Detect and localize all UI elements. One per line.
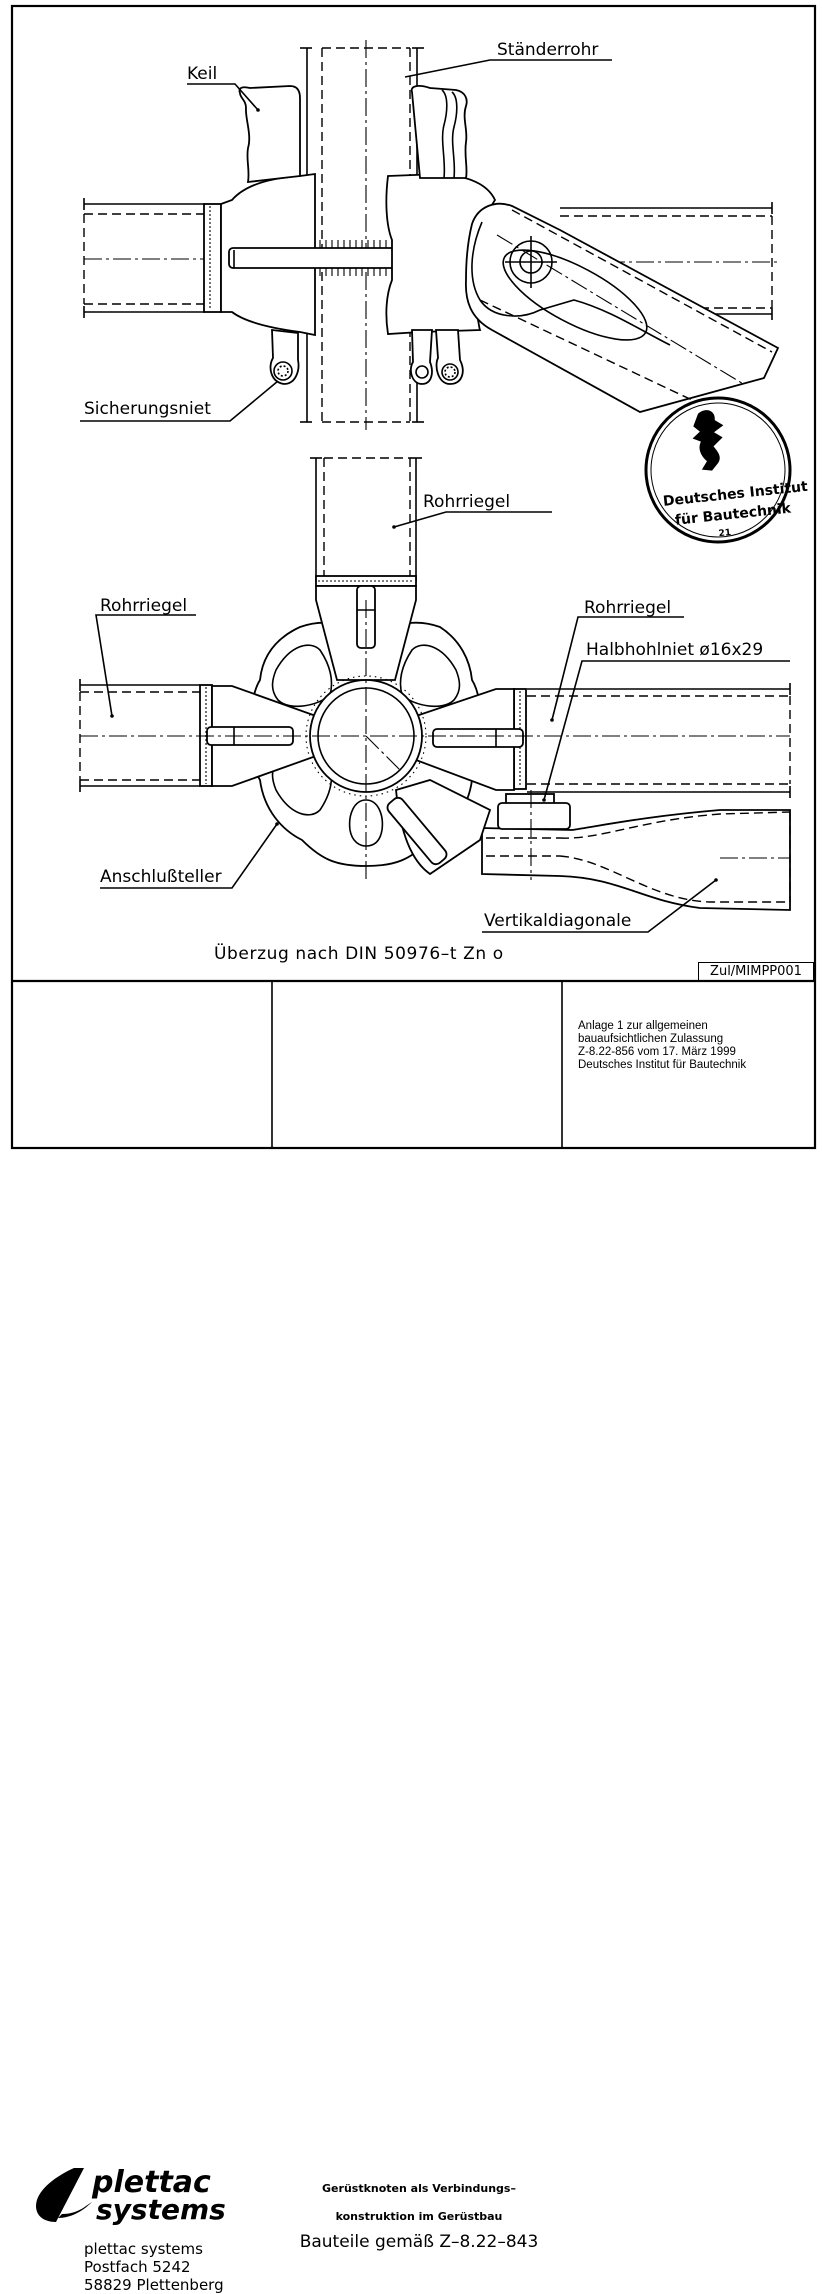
drawing-reference: Zul/MIMPP001 [698,962,814,982]
lug-right [409,329,433,385]
securing-rivet-right [441,363,459,381]
bear-icon [692,410,724,471]
label-staenderrohr: Ständerrohr [497,40,598,60]
label-anschlussteller: Anschlußteller [100,867,222,887]
technical-drawing: Keil Ständerrohr Sicherungsniet Deutsche… [10,4,817,1150]
ledger-tube-right-plan [513,683,791,798]
vertical-diagonal [386,779,791,911]
label-rohrriegel-right: Rohrriegel [584,598,671,618]
approval-line: Deutsches Institut für Bautechnik [578,1059,747,1071]
title-block-approval: Anlage 1 zur allgemeinen bauaufsichtlich… [578,1020,814,1072]
address-line-3: 58829 Plettenberg [84,2276,224,2294]
company-address: plettac systems Postfach 5242 58829 Plet… [84,2240,268,2294]
diagonal-brace [465,202,780,426]
elevation-view: Keil Ständerrohr Sicherungsniet [80,40,780,430]
securing-rivet-left [273,361,293,381]
ledger-tube-top [310,457,422,587]
logo-swoosh-icon [36,2168,92,2222]
drawing-frame [10,4,817,1150]
wedge-right [410,85,468,179]
drawing-sheet: Keil Ständerrohr Sicherungsniet Deutsche… [10,4,817,2294]
leader-sicherungsniet [80,380,279,422]
description-component-ref: Bauteile gemäß Z–8.22–843 [299,2232,539,2252]
leader-staenderrohr [404,59,612,78]
stamp-number: 21 [718,528,732,539]
logo-word-plettac: plettac [92,2165,211,2200]
label-rohrriegel-left: Rohrriegel [100,596,187,616]
approval-line: bauaufsichtlichen Zulassung [578,1033,724,1045]
approval-line: Z-8.22-856 vom 17. März 1999 [578,1046,736,1058]
coating-note: Überzug nach DIN 50976–t Zn o [214,944,504,964]
label-vertikaldiagonale: Vertikaldiagonale [484,911,631,931]
address-line-2: Postfach 5242 [84,2258,191,2276]
label-rohrriegel-top: Rohrriegel [423,492,510,512]
leader-keil [187,83,259,111]
approval-line: Anlage 1 zur allgemeinen [578,1020,708,1032]
label-sicherungsniet: Sicherungsniet [84,399,211,419]
description-line1: Gerüstknoten als Verbindungs– [322,2182,516,2195]
label-halbhohlniet: Halbhohlniet ø16x29 [586,640,763,660]
wedge-left [238,85,301,184]
logo-word-systems: systems [96,2193,226,2226]
description-line2: konstruktion im Gerüstbau [335,2210,503,2223]
plan-view: Rohrriegel Rohrriegel Rohrriegel Halbhoh… [79,457,791,933]
label-keil: Keil [187,64,217,84]
company-logo: plettac systems [34,2166,254,2224]
approval-stamp: Deutsches Institut für Bautechnik 21 [644,396,809,544]
ledger-tube-left [83,198,230,318]
address-line-1: plettac systems [84,2240,203,2258]
